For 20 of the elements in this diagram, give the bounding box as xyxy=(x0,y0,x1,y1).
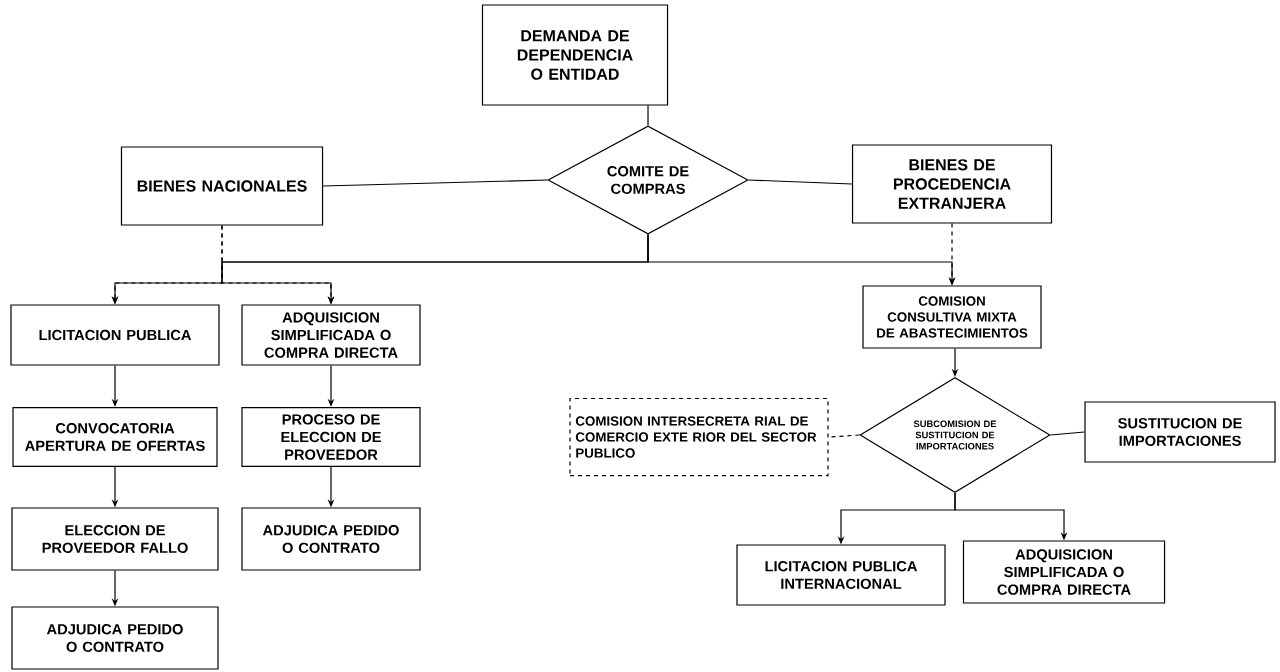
connector-line xyxy=(647,105,649,126)
connector-line xyxy=(828,434,860,438)
process-box: ELECCION DE PROVEEDOR FALLO xyxy=(11,507,219,571)
process-box: BIENES DE PROCEDENCIA EXTRANJERA xyxy=(851,144,1053,224)
process-box: BIENES NACIONALES xyxy=(120,146,324,226)
process-box: PROCESO DE ELECCION DE PROVEEDOR xyxy=(241,406,421,468)
process-box: ADQUISICION SIMPLIFICADA O COMPRA DIRECTA xyxy=(241,304,421,366)
process-box: ADQUISICION SIMPLIFICADA O COMPRA DIRECTA xyxy=(962,540,1166,604)
process-box: DEMANDA DE DEPENDENCIA O ENTIDAD xyxy=(481,4,669,106)
process-box: SUSTITUCION DE IMPORTACIONES xyxy=(1084,401,1276,463)
process-box: COMISION CONSULTIVA MIXTA DE ABASTECIMIENTOS xyxy=(862,285,1042,349)
process-box: LICITACION PUBLICA xyxy=(10,304,220,366)
connector-line xyxy=(1050,431,1085,436)
connector-line xyxy=(748,179,853,185)
process-box: CONVOCATORIA APERTURA DE OFERTAS xyxy=(12,406,218,468)
dashed-box: COMISION INTERSECRETA RIAL DE COMERCIO EXTE RIOR DEL SECTOR PUBLICO xyxy=(569,397,829,477)
process-box: LICITACION PUBLICA INTERNACIONAL xyxy=(736,544,946,606)
connector-line xyxy=(322,179,548,187)
process-box: ADJUDICA PEDIDO O CONTRATO xyxy=(241,507,421,571)
process-box: ADJUDICA PEDIDO O CONTRATO xyxy=(11,606,219,670)
